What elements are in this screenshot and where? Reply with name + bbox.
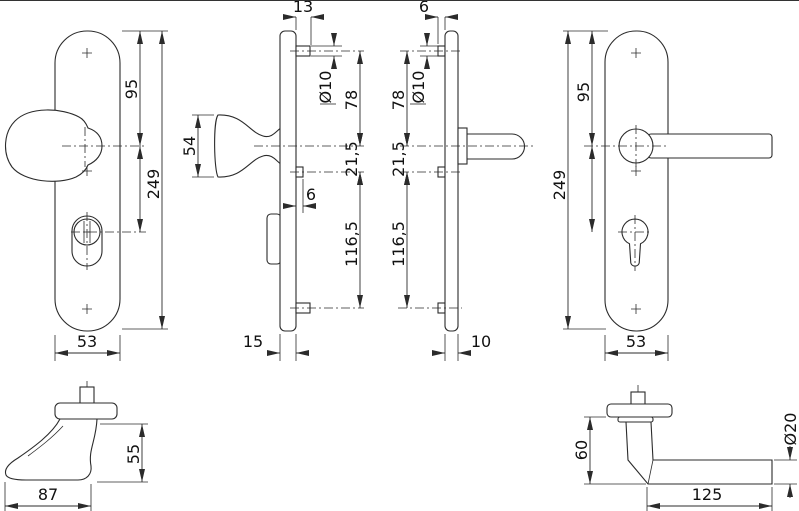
- knob-plate-front-view: 95 249 53: [5, 30, 168, 361]
- dim-label-1165: 116,5: [342, 221, 361, 267]
- knob-inner-contour: [27, 425, 64, 457]
- door-knob-side: [214, 114, 282, 178]
- dim-label-215: 21,5: [389, 141, 408, 177]
- dim-label-60: 60: [572, 440, 591, 460]
- dim-label-15: 15: [243, 332, 263, 351]
- dim-label-6: 6: [306, 185, 316, 204]
- lever-plate-front-view: 249 95 53: [550, 30, 773, 361]
- dim-label-54: 54: [180, 136, 199, 156]
- dim-label-1165: 116,5: [389, 221, 408, 267]
- dim-label-95: 95: [574, 82, 593, 102]
- screw-mark-top: [631, 48, 641, 58]
- screw-mark-bottom: [82, 304, 92, 314]
- screw-mark-bottom: [631, 304, 641, 314]
- backplate-outline: [54, 30, 121, 332]
- dim-label-125: 125: [692, 485, 723, 504]
- backplate-side-outline: [444, 30, 459, 332]
- knob-rose-cap: [54, 402, 118, 420]
- lever-miter-crease: [647, 459, 654, 485]
- dim-label-6: 6: [419, 1, 429, 16]
- spindle-square: [630, 391, 646, 406]
- dim-label-dia20: Ø20: [781, 413, 799, 446]
- dim-label-95: 95: [122, 79, 141, 99]
- lever-handle-front: [647, 133, 773, 159]
- dim-label-13: 13: [293, 1, 313, 16]
- lever-plate-side-view: 6 Ø10 78 21,5 116,5 10: [389, 1, 536, 361]
- dim-label-249: 249: [550, 170, 569, 201]
- knob-body-profile: [4, 418, 98, 481]
- screw-mark-mid: [631, 166, 641, 176]
- dim-label-53: 53: [626, 332, 646, 351]
- lever-handle-profile: [625, 421, 773, 485]
- lever-grip-side: [464, 133, 526, 160]
- backplate-side-outline: [279, 30, 297, 332]
- dim-label-10: 10: [471, 332, 491, 351]
- dim-label-78: 78: [342, 90, 361, 110]
- lever-profile-view: 60 Ø20 125: [572, 385, 799, 511]
- door-knob-front: [5, 109, 103, 182]
- dim-label-53: 53: [77, 332, 97, 351]
- cylinder-housing-side: [266, 213, 282, 265]
- screw-mark-top: [82, 48, 92, 58]
- lever-rose-cap: [606, 403, 673, 418]
- dim-label-dia10: Ø10: [409, 71, 428, 104]
- backplate-outline: [604, 30, 669, 332]
- screw-mark-mid: [82, 166, 92, 176]
- dim-label-78: 78: [389, 90, 408, 110]
- dim-label-55: 55: [124, 444, 143, 464]
- lever-rose-step: [617, 416, 654, 423]
- dim-label-87: 87: [38, 485, 58, 504]
- dim-label-dia10: Ø10: [316, 71, 335, 104]
- spindle-square: [79, 386, 95, 405]
- dim-label-249: 249: [144, 169, 163, 200]
- knob-plate-side-view: 54 13 Ø10 78 21,5 116,5 6 15: [180, 1, 364, 361]
- knob-profile-view: 55 87: [4, 381, 148, 511]
- dim-label-215: 21,5: [342, 141, 361, 177]
